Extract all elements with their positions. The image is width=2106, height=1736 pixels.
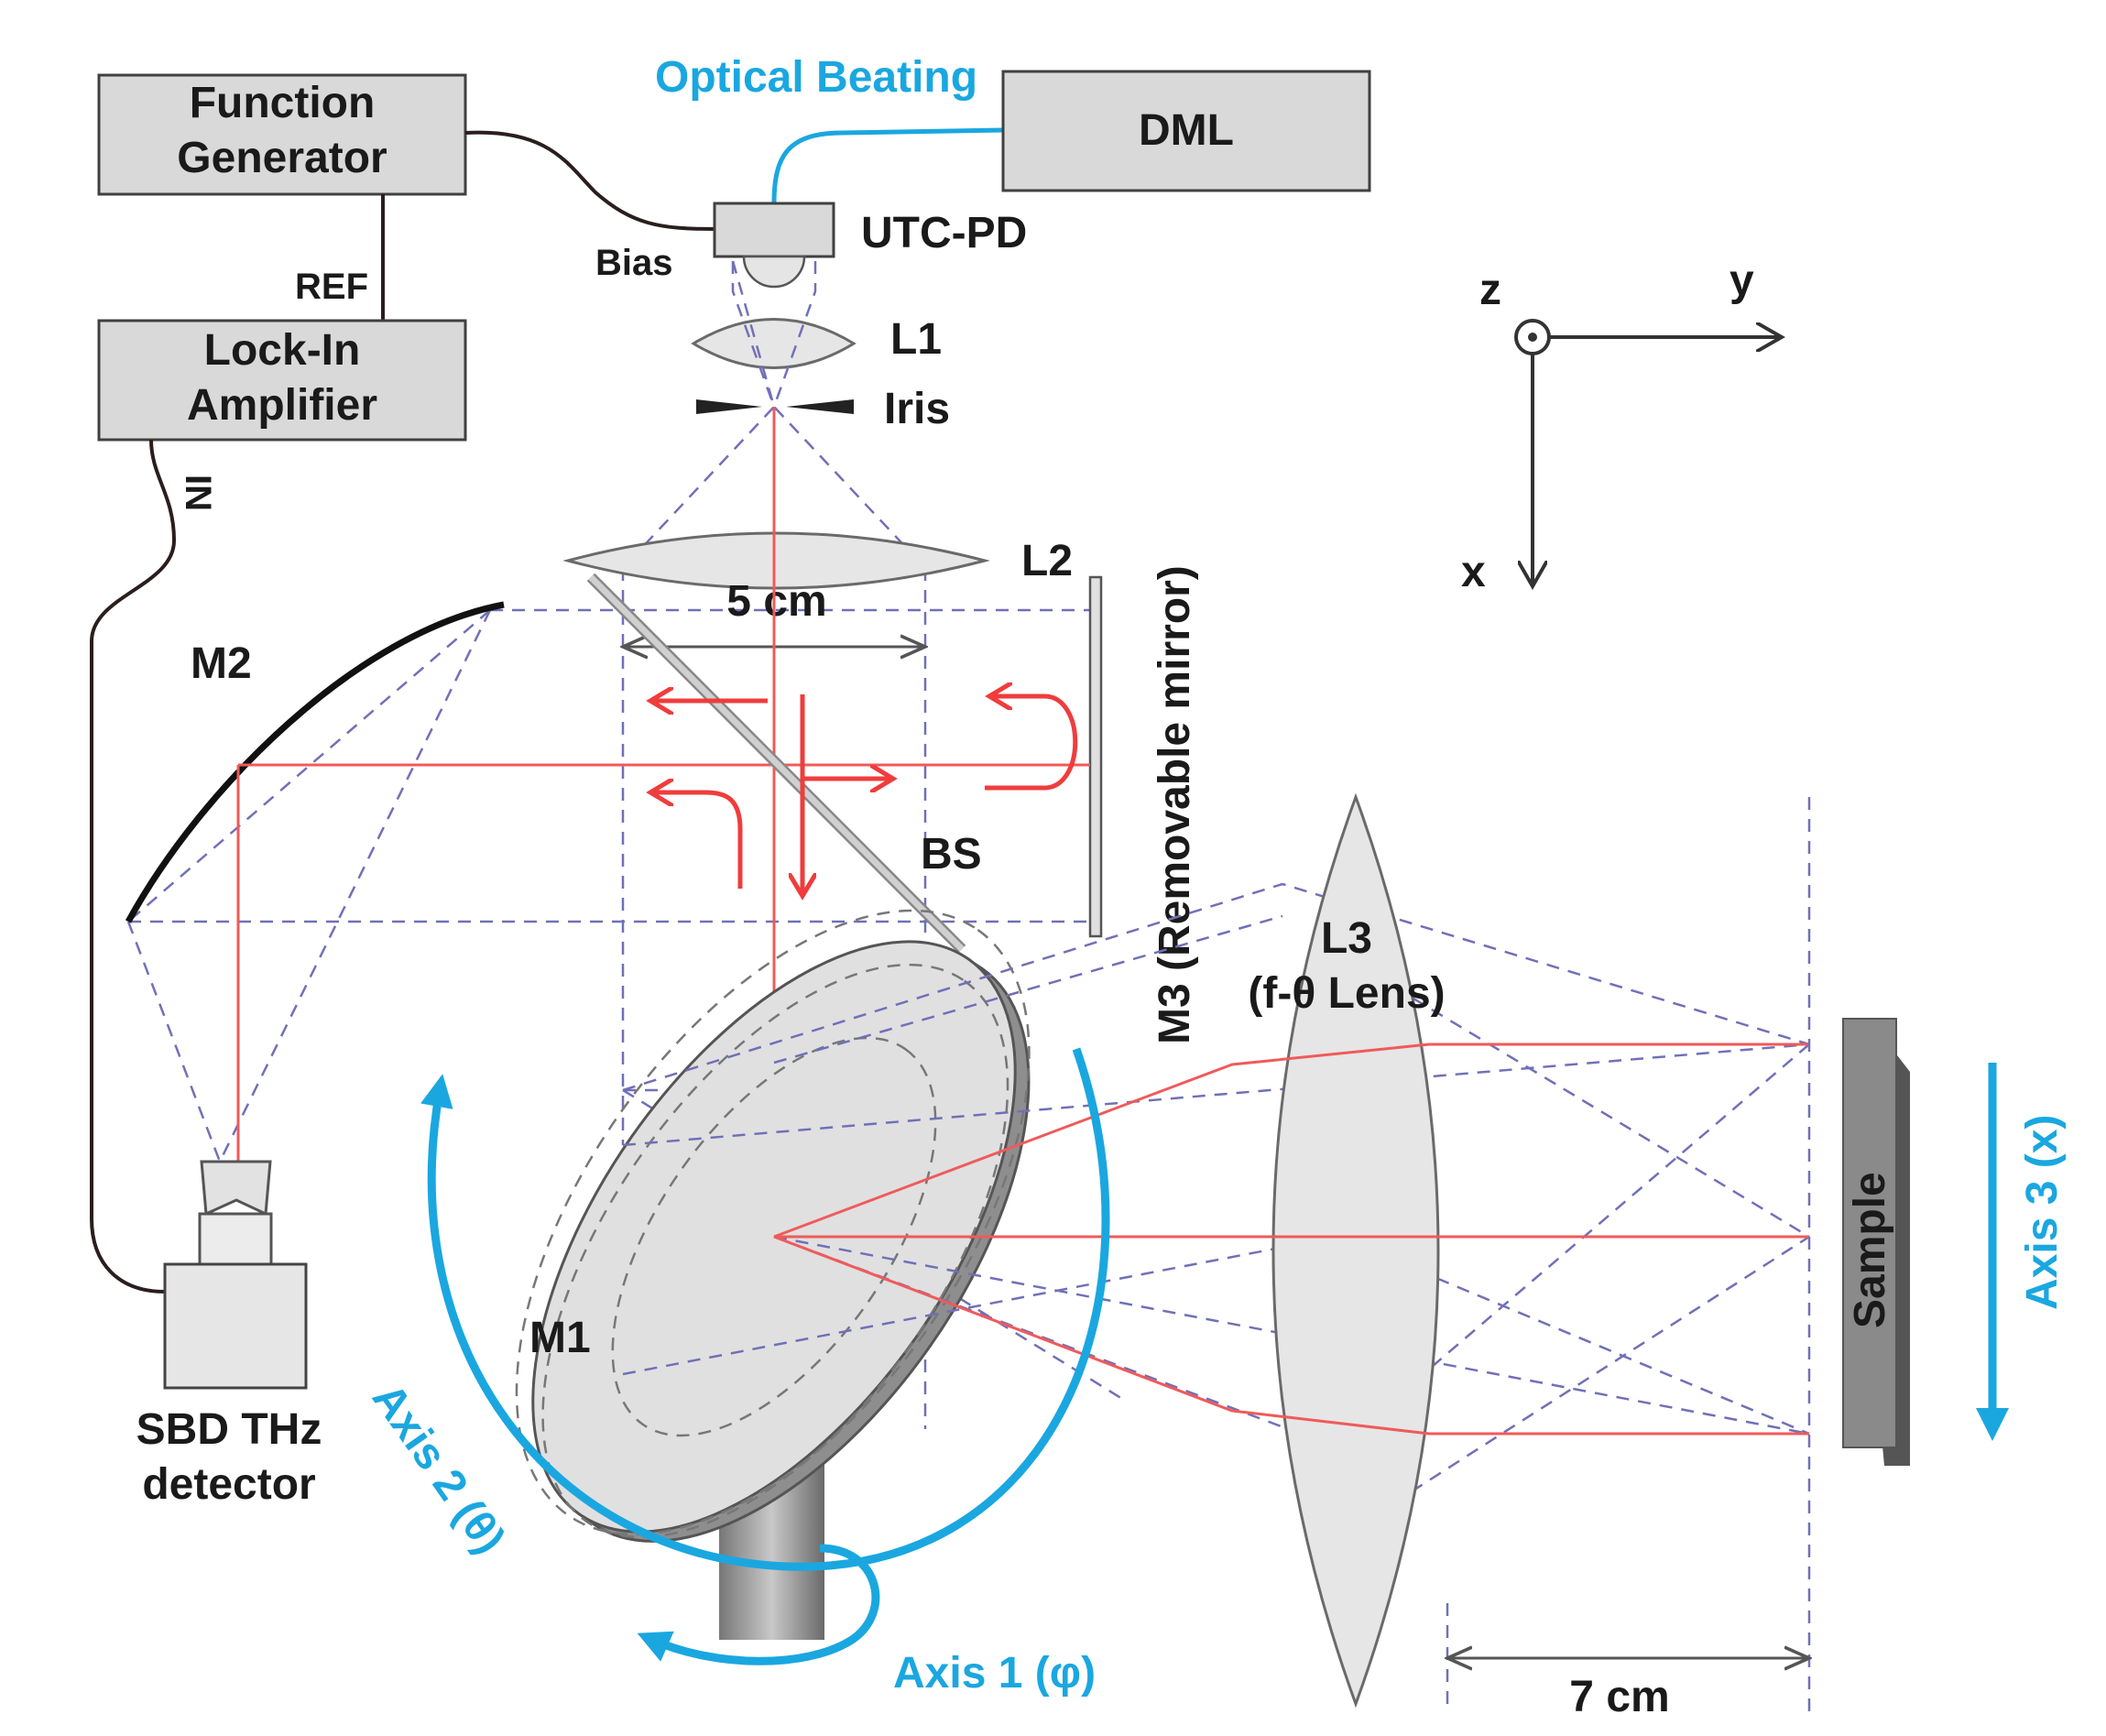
bias-label: Bias xyxy=(595,243,673,283)
sample-label: Sample xyxy=(1846,1172,1894,1328)
mirror-m2 xyxy=(125,601,505,923)
in-cable xyxy=(90,439,177,1294)
axis-3-label: Axis 3 (x) xyxy=(2018,1115,2067,1310)
dml-label: DML xyxy=(1139,106,1234,155)
in-label: IN xyxy=(178,475,218,511)
m2-label: M2 xyxy=(191,639,252,688)
l3-label-1: L3 xyxy=(1321,914,1372,963)
iris-label: Iris xyxy=(884,385,950,433)
function-generator-label-2: Generator xyxy=(177,134,387,182)
sbd-detector xyxy=(163,1160,308,1390)
bias-cable xyxy=(464,130,715,231)
ref-label: REF xyxy=(295,267,368,307)
m3-label: M3 (Removable mirror) xyxy=(1151,565,1199,1044)
function-generator-label-1: Function xyxy=(190,79,376,127)
l2-label: L2 xyxy=(1021,537,1073,585)
optical-fiber xyxy=(771,127,1004,204)
mirror-m1 xyxy=(515,909,1031,1640)
sbd-label-1: SBD THz xyxy=(136,1405,322,1454)
lens-l1 xyxy=(691,318,857,369)
l1-label: L1 xyxy=(890,315,942,364)
sbd-label-2: detector xyxy=(142,1460,315,1509)
coordinate-axes xyxy=(1514,319,1782,586)
axis-2-arc xyxy=(420,1047,1110,1571)
l3-label-2: (f-θ Lens) xyxy=(1248,969,1445,1018)
axis-1-label: Axis 1 (φ) xyxy=(893,1649,1096,1698)
lens-l2 xyxy=(562,531,990,590)
lock-in-label-1: Lock-In xyxy=(204,326,361,375)
coord-x-label: x xyxy=(1461,548,1486,596)
iris xyxy=(696,399,854,414)
lock-in-amplifier-box: Lock-In Amplifier xyxy=(97,319,467,442)
bs-label: BS xyxy=(921,830,982,879)
axis-1-arc xyxy=(637,1544,880,1665)
red-beams-scan xyxy=(773,1043,1809,1436)
optical-beating-label: Optical Beating xyxy=(655,53,977,102)
coord-y-label: y xyxy=(1730,257,1754,305)
mirror-m3 xyxy=(1088,575,1103,938)
utc-pd xyxy=(713,202,835,289)
five-cm-label: 5 cm xyxy=(726,577,826,626)
dml-box: DML xyxy=(1001,70,1371,192)
coord-z-label: z xyxy=(1479,266,1501,314)
sample xyxy=(1842,1018,1910,1466)
lens-l3 xyxy=(1271,792,1440,1709)
lock-in-label-2: Amplifier xyxy=(187,381,377,430)
seven-cm-label: 7 cm xyxy=(1569,1673,1669,1721)
function-generator-box: Function Generator xyxy=(97,73,467,196)
m1-label: M1 xyxy=(529,1314,591,1362)
utc-pd-label: UTC-PD xyxy=(861,209,1027,257)
red-direction-arrows xyxy=(650,694,1078,896)
